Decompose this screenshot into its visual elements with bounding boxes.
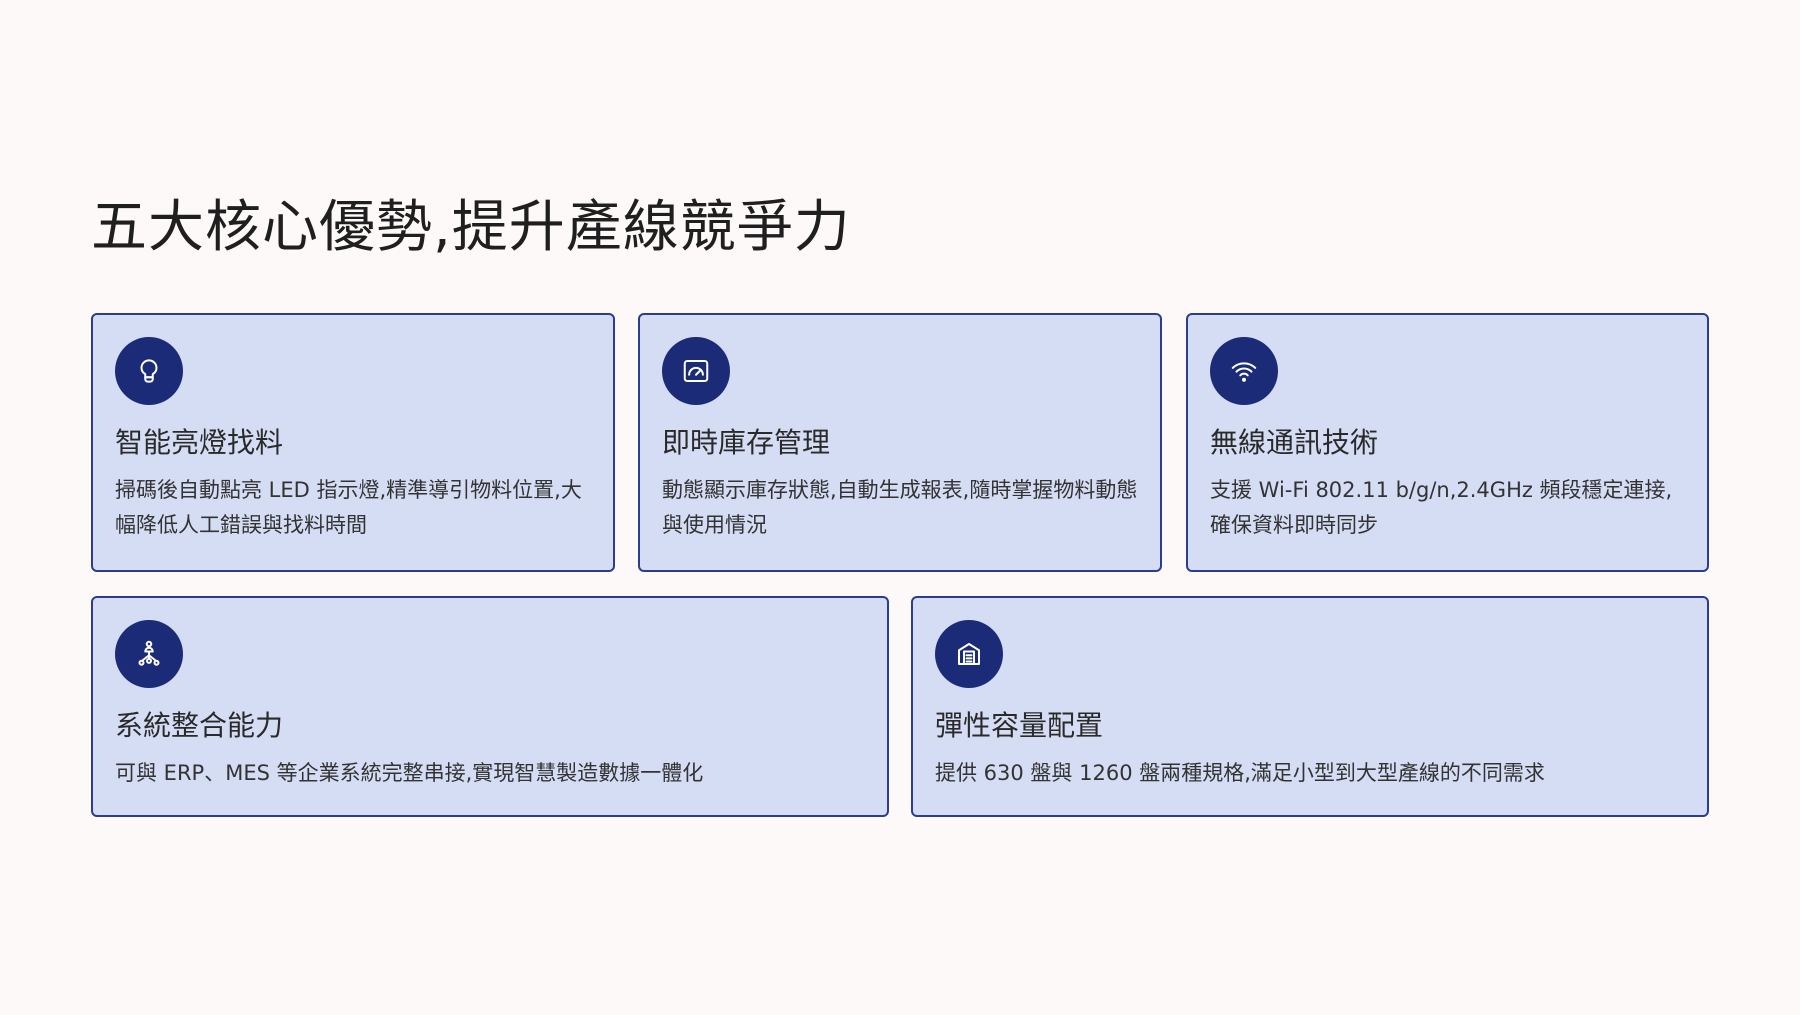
feature-title: 即時庫存管理: [662, 426, 831, 459]
feature-card-integration: 系統整合能力 可與 ERP、MES 等企業系統完整串接,實現智慧製造數據一體化: [91, 596, 889, 817]
feature-description: 動態顯示庫存狀態,自動生成報表,隨時掌握物料動態與使用情況: [662, 478, 1138, 537]
feature-card-wireless: 無線通訊技術 支援 Wi-Fi 802.11 b/g/n,2.4GHz 頻段穩定…: [1186, 313, 1709, 572]
feature-description: 提供 630 盤與 1260 盤兩種規格,滿足小型到大型產線的不同需求: [935, 761, 1545, 785]
feature-title: 無線通訊技術: [1210, 426, 1379, 459]
feature-card-capacity: 彈性容量配置 提供 630 盤與 1260 盤兩種規格,滿足小型到大型產線的不同…: [911, 596, 1709, 817]
feature-card-smart-light: 智能亮燈找料 掃碼後自動點亮 LED 指示燈,精準導引物料位置,大幅降低人工錯誤…: [91, 313, 615, 572]
feature-description: 掃碼後自動點亮 LED 指示燈,精準導引物料位置,大幅降低人工錯誤與找料時間: [115, 478, 582, 537]
feature-card-inventory: 即時庫存管理 動態顯示庫存狀態,自動生成報表,隨時掌握物料動態與使用情況: [638, 313, 1162, 572]
network-icon: [115, 620, 183, 688]
feature-description: 支援 Wi-Fi 802.11 b/g/n,2.4GHz 頻段穩定連接,確保資料…: [1210, 478, 1673, 537]
lightbulb-icon: [115, 337, 183, 405]
feature-title: 系統整合能力: [115, 709, 284, 742]
gauge-icon: [662, 337, 730, 405]
feature-title: 智能亮燈找料: [115, 426, 284, 459]
feature-description: 可與 ERP、MES 等企業系統完整串接,實現智慧製造數據一體化: [115, 761, 704, 785]
feature-title: 彈性容量配置: [935, 709, 1104, 742]
wifi-icon: [1210, 337, 1278, 405]
page-title: 五大核心優勢,提升產線競爭力: [91, 195, 851, 260]
warehouse-icon: [935, 620, 1003, 688]
